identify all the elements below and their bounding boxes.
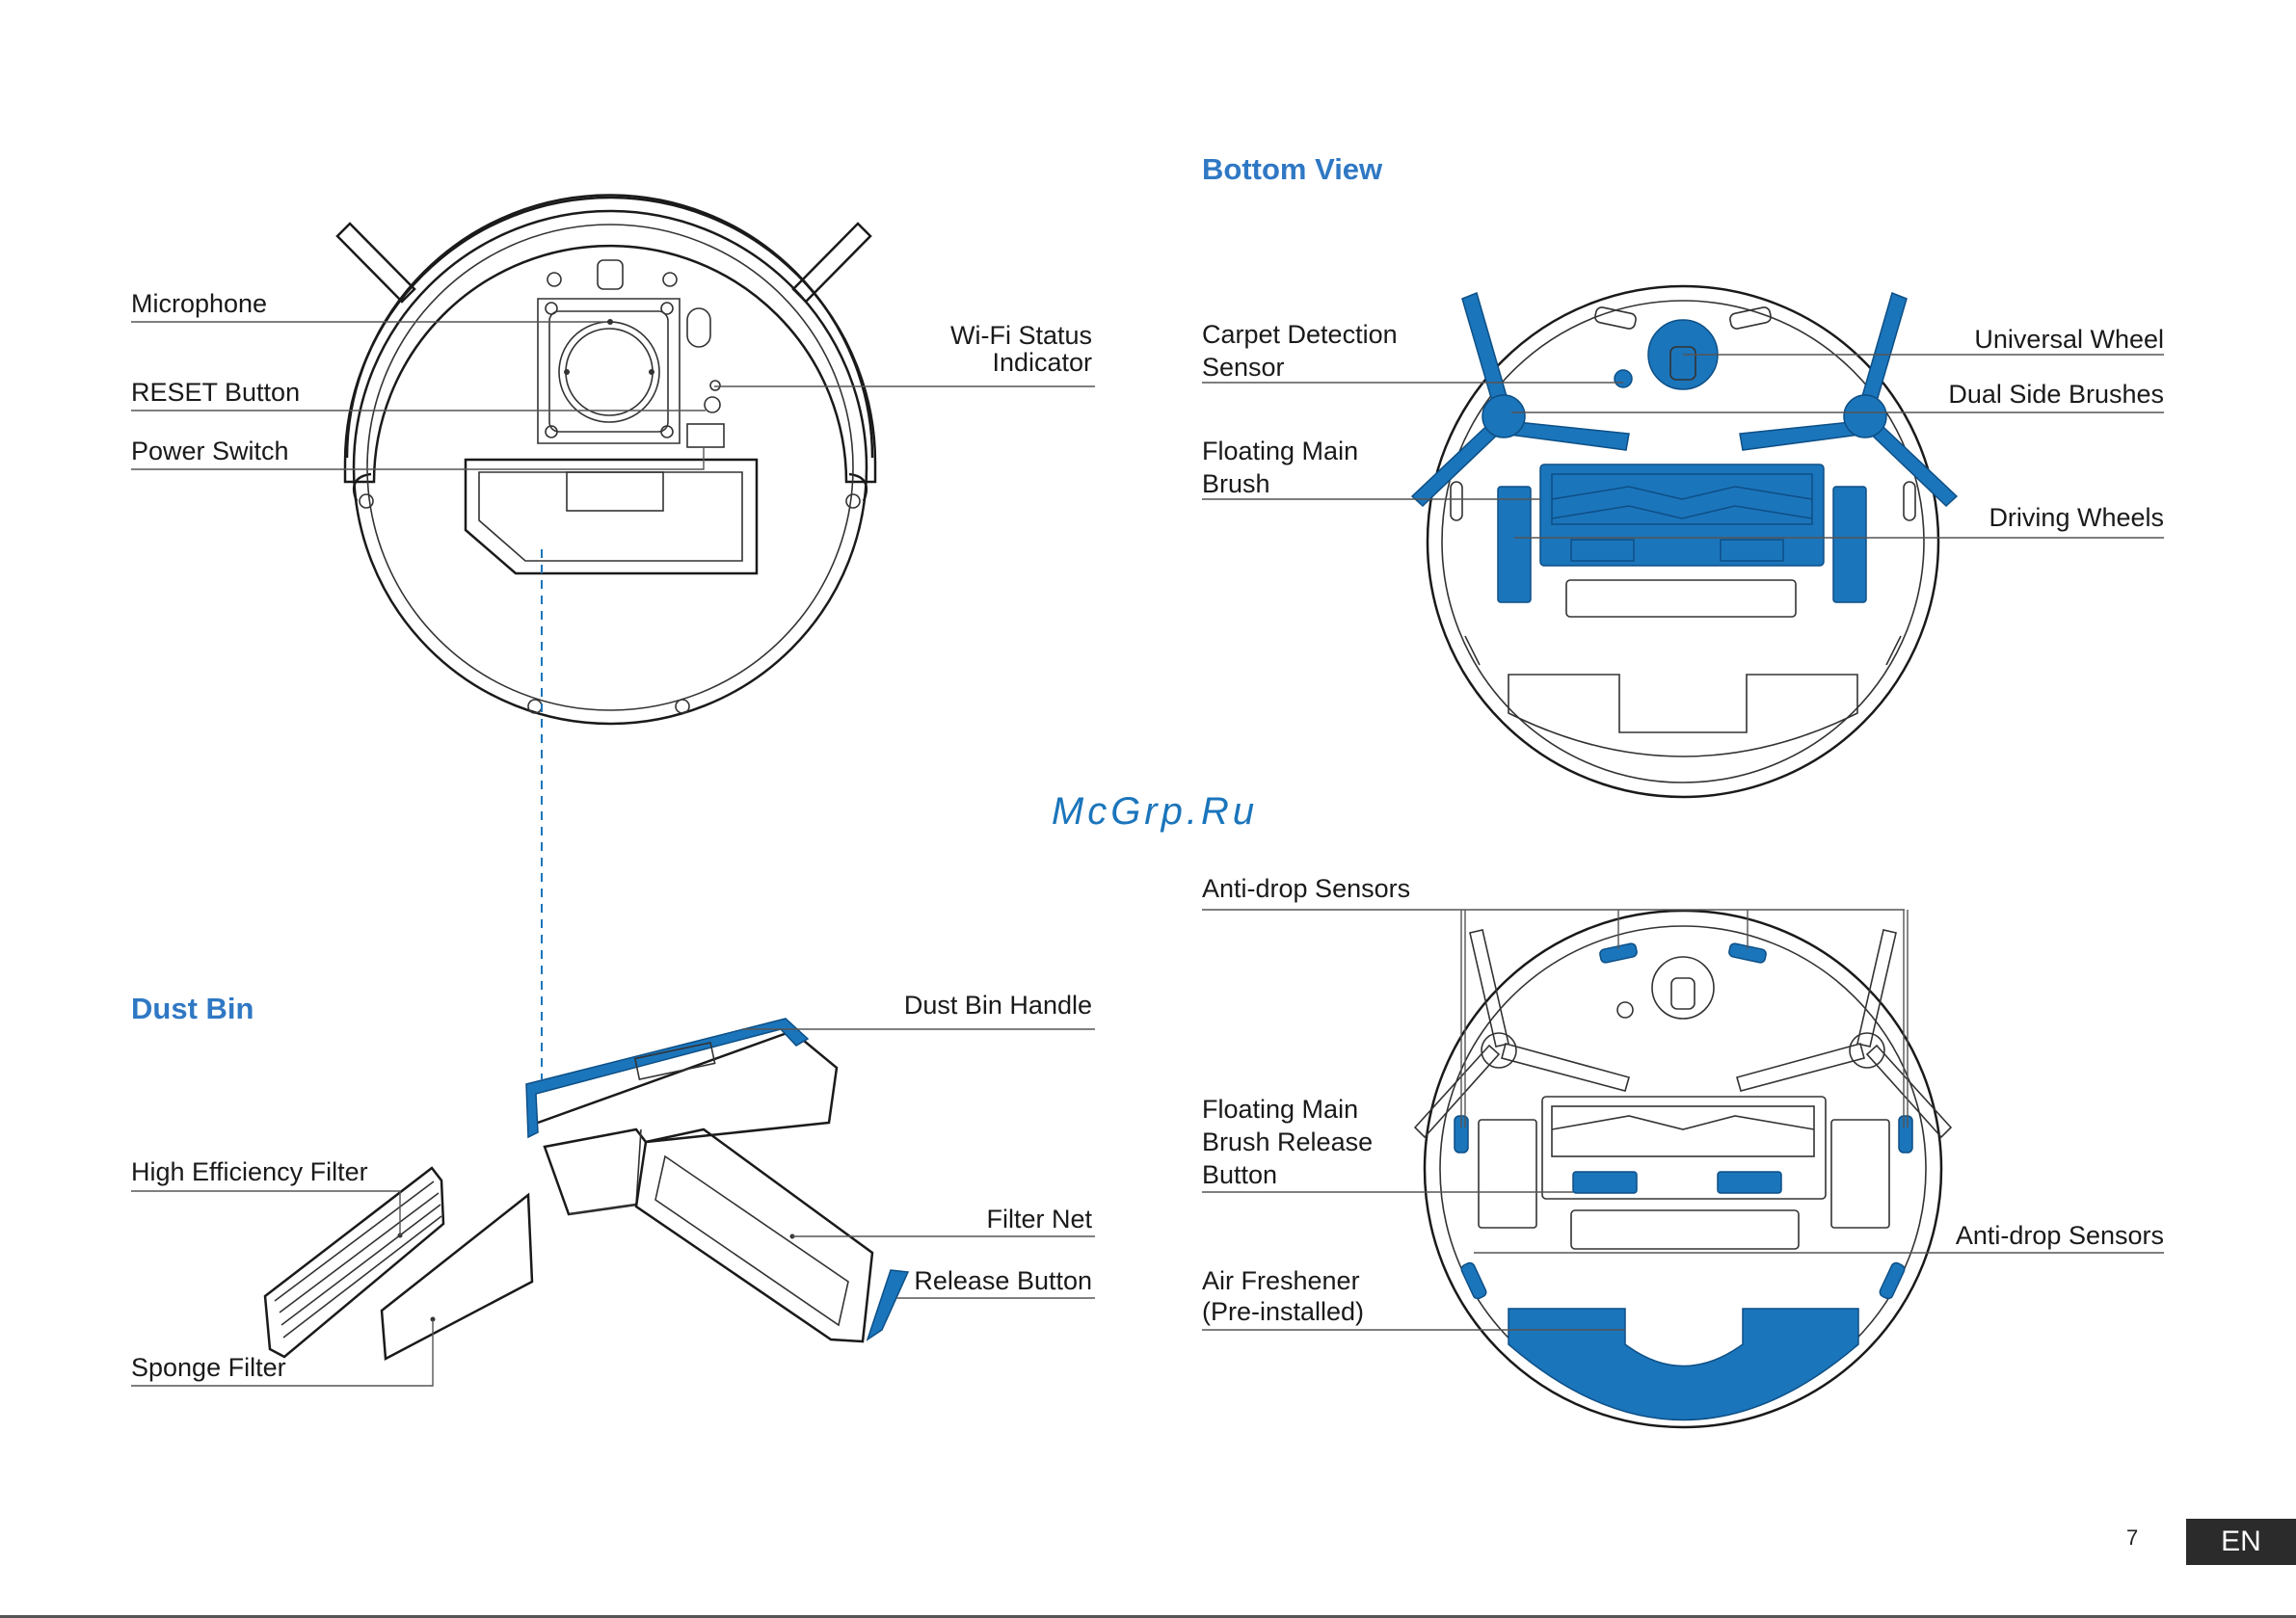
label-carpet-sensor-line1: Carpet Detection <box>1202 320 1398 349</box>
label-reset-button: RESET Button <box>131 378 300 407</box>
label-driving-wheels: Driving Wheels <box>1989 503 2164 532</box>
label-release-line1: Floating Main <box>1202 1095 1358 1124</box>
label-anti-drop-top: Anti-drop Sensors <box>1202 874 1410 903</box>
page-number: 7 <box>2126 1525 2139 1550</box>
label-dual-side-brushes: Dual Side Brushes <box>1948 380 2164 409</box>
bottom-rule <box>0 1615 2296 1618</box>
label-wifi-status-line1: Wi-Fi Status <box>950 321 1092 350</box>
watermark: McGrp.Ru <box>1052 790 1258 833</box>
label-carpet-sensor-line2: Sensor <box>1202 353 1285 382</box>
heading-dust-bin: Dust Bin <box>131 992 254 1025</box>
heading-bottom-view: Bottom View <box>1202 152 1383 186</box>
label-sponge-filter: Sponge Filter <box>131 1353 286 1382</box>
side-brush-left <box>1410 291 1630 508</box>
label-dust-bin-handle: Dust Bin Handle <box>904 991 1092 1020</box>
side-brush-right <box>1739 291 1959 508</box>
sensor-view-robot: Anti-drop Sensors Floating Main Brush Re… <box>1202 874 2164 1429</box>
label-freshener-line2: (Pre-installed) <box>1202 1297 1364 1326</box>
top-view-robot: Microphone RESET Button Power Switch Wi-… <box>131 194 1095 1079</box>
label-microphone: Microphone <box>131 289 267 318</box>
label-power-switch: Power Switch <box>131 437 289 465</box>
label-universal-wheel: Universal Wheel <box>1974 325 2164 354</box>
label-anti-drop-right: Anti-drop Sensors <box>1956 1221 2164 1250</box>
label-release-line3: Button <box>1202 1160 1277 1189</box>
bottom-view-robot: Bottom View <box>1202 152 2164 799</box>
label-floating-brush-line2: Brush <box>1202 469 1270 498</box>
label-floating-brush-line1: Floating Main <box>1202 437 1358 465</box>
language-badge: EN <box>2186 1519 2296 1565</box>
label-wifi-status-line2: Indicator <box>992 348 1092 377</box>
label-release-line2: Brush Release <box>1202 1127 1373 1156</box>
dust-bin-exploded: Dust Bin Dust Bin Handle High Efficiency… <box>131 991 1095 1387</box>
label-filter-net: Filter Net <box>986 1205 1092 1233</box>
label-freshener-line1: Air Freshener <box>1202 1266 1360 1295</box>
label-release-button: Release Button <box>914 1266 1092 1295</box>
label-hepa-filter: High Efficiency Filter <box>131 1157 368 1186</box>
